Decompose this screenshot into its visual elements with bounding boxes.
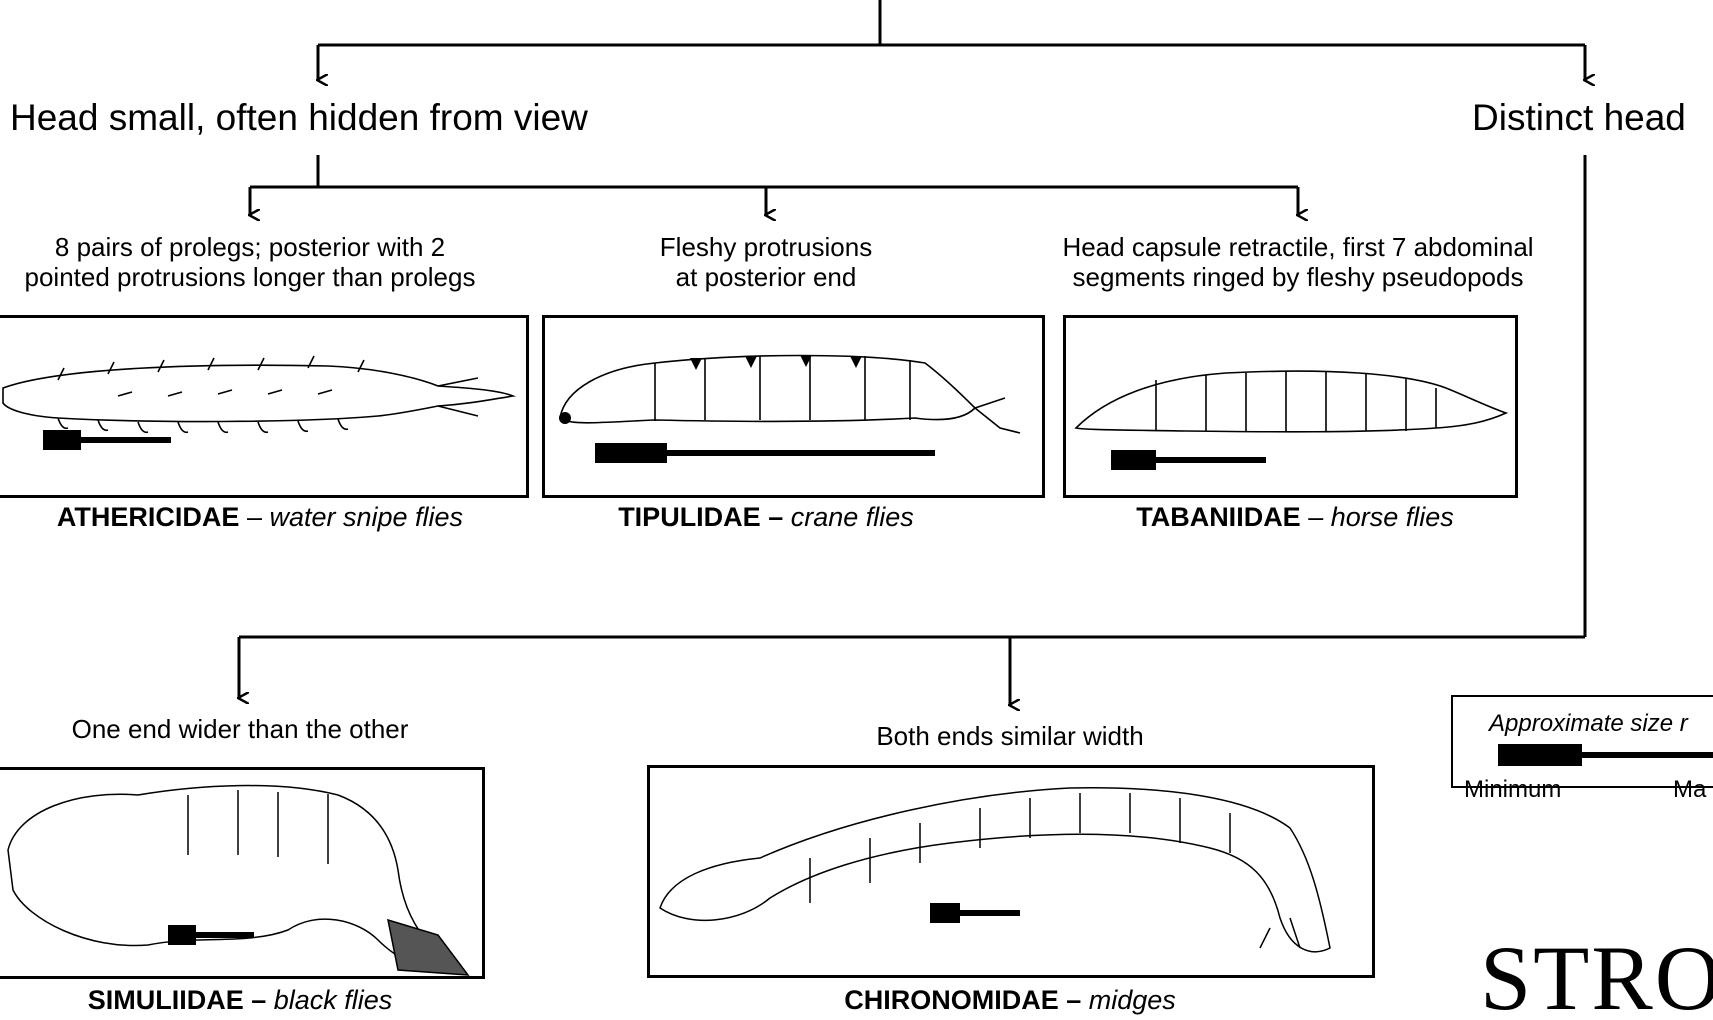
tabaniidae-desc-line-2: segments ringed by fleshy pseudopods [1018,263,1578,293]
legend-maximum-label: Ma [1673,776,1706,804]
athericidae-description: 8 pairs of prolegs; posterior with 2 poi… [0,233,510,293]
legend-minimum-label: Minimum [1464,776,1561,804]
tipulidae-description: Fleshy protrusions at posterior end [566,233,966,293]
athericidae-specimen-box [0,315,529,498]
tipulidae-dash: – [761,502,791,532]
chironomidae-desc-line: Both ends similar width [760,722,1260,752]
tabaniidae-specimen-box [1063,315,1518,498]
chironomidae-specimen-box [647,765,1375,978]
athericidae-caption: ATHERICIDAE – water snipe flies [0,502,520,533]
size-range-legend: Approximate size r Minimum Ma [1451,695,1713,788]
tipulidae-desc-line-2: at posterior end [566,263,966,293]
tipulidae-common-name: crane flies [791,502,914,532]
chironomidae-larva-illustration [650,768,1378,981]
chironomidae-common-name: midges [1089,985,1176,1015]
tabaniidae-caption: TABANIIDAE – horse flies [1060,502,1530,533]
tabaniidae-common-name: horse flies [1331,502,1454,532]
athericidae-desc-line-1: 8 pairs of prolegs; posterior with 2 [0,233,510,263]
head-small-heading: Head small, often hidden from view [10,97,588,140]
athericidae-name: ATHERICIDAE [57,502,240,532]
simuliidae-description: One end wider than the other [0,715,480,745]
simuliidae-dash: – [244,985,274,1015]
distinct-head-heading: Distinct head [1472,97,1686,140]
simuliidae-caption: SIMULIIDAE – black flies [0,985,480,1016]
stroud-logo: STRO [1480,925,1713,1020]
simuliidae-desc-line: One end wider than the other [0,715,480,745]
tipulidae-caption: TIPULIDAE – crane flies [566,502,966,533]
chironomidae-caption: CHIRONOMIDAE – midges [760,985,1260,1016]
athericidae-larva-illustration [0,318,532,501]
tipulidae-larva-illustration [545,318,1048,501]
tabaniidae-name: TABANIIDAE [1136,502,1301,532]
chironomidae-dash: – [1059,985,1089,1015]
athericidae-common-name: water snipe flies [269,502,463,532]
athericidae-dash: – [239,502,269,532]
tabaniidae-larva-illustration [1066,318,1521,501]
tipulidae-desc-line-1: Fleshy protrusions [566,233,966,263]
chironomidae-description: Both ends similar width [760,722,1260,752]
simuliidae-specimen-box [0,767,485,979]
simuliidae-name: SIMULIIDAE [88,985,244,1015]
simuliidae-larva-illustration [0,770,488,982]
tipulidae-specimen-box [542,315,1045,498]
athericidae-desc-line-2: pointed protrusions longer than prolegs [0,263,510,293]
tipulidae-name: TIPULIDAE [618,502,761,532]
chironomidae-name: CHIRONOMIDAE [844,985,1059,1015]
simuliidae-common-name: black flies [274,985,393,1015]
tabaniidae-desc-line-1: Head capsule retractile, first 7 abdomin… [1018,233,1578,263]
tabaniidae-description: Head capsule retractile, first 7 abdomin… [1018,233,1578,293]
tabaniidae-dash: – [1301,502,1331,532]
